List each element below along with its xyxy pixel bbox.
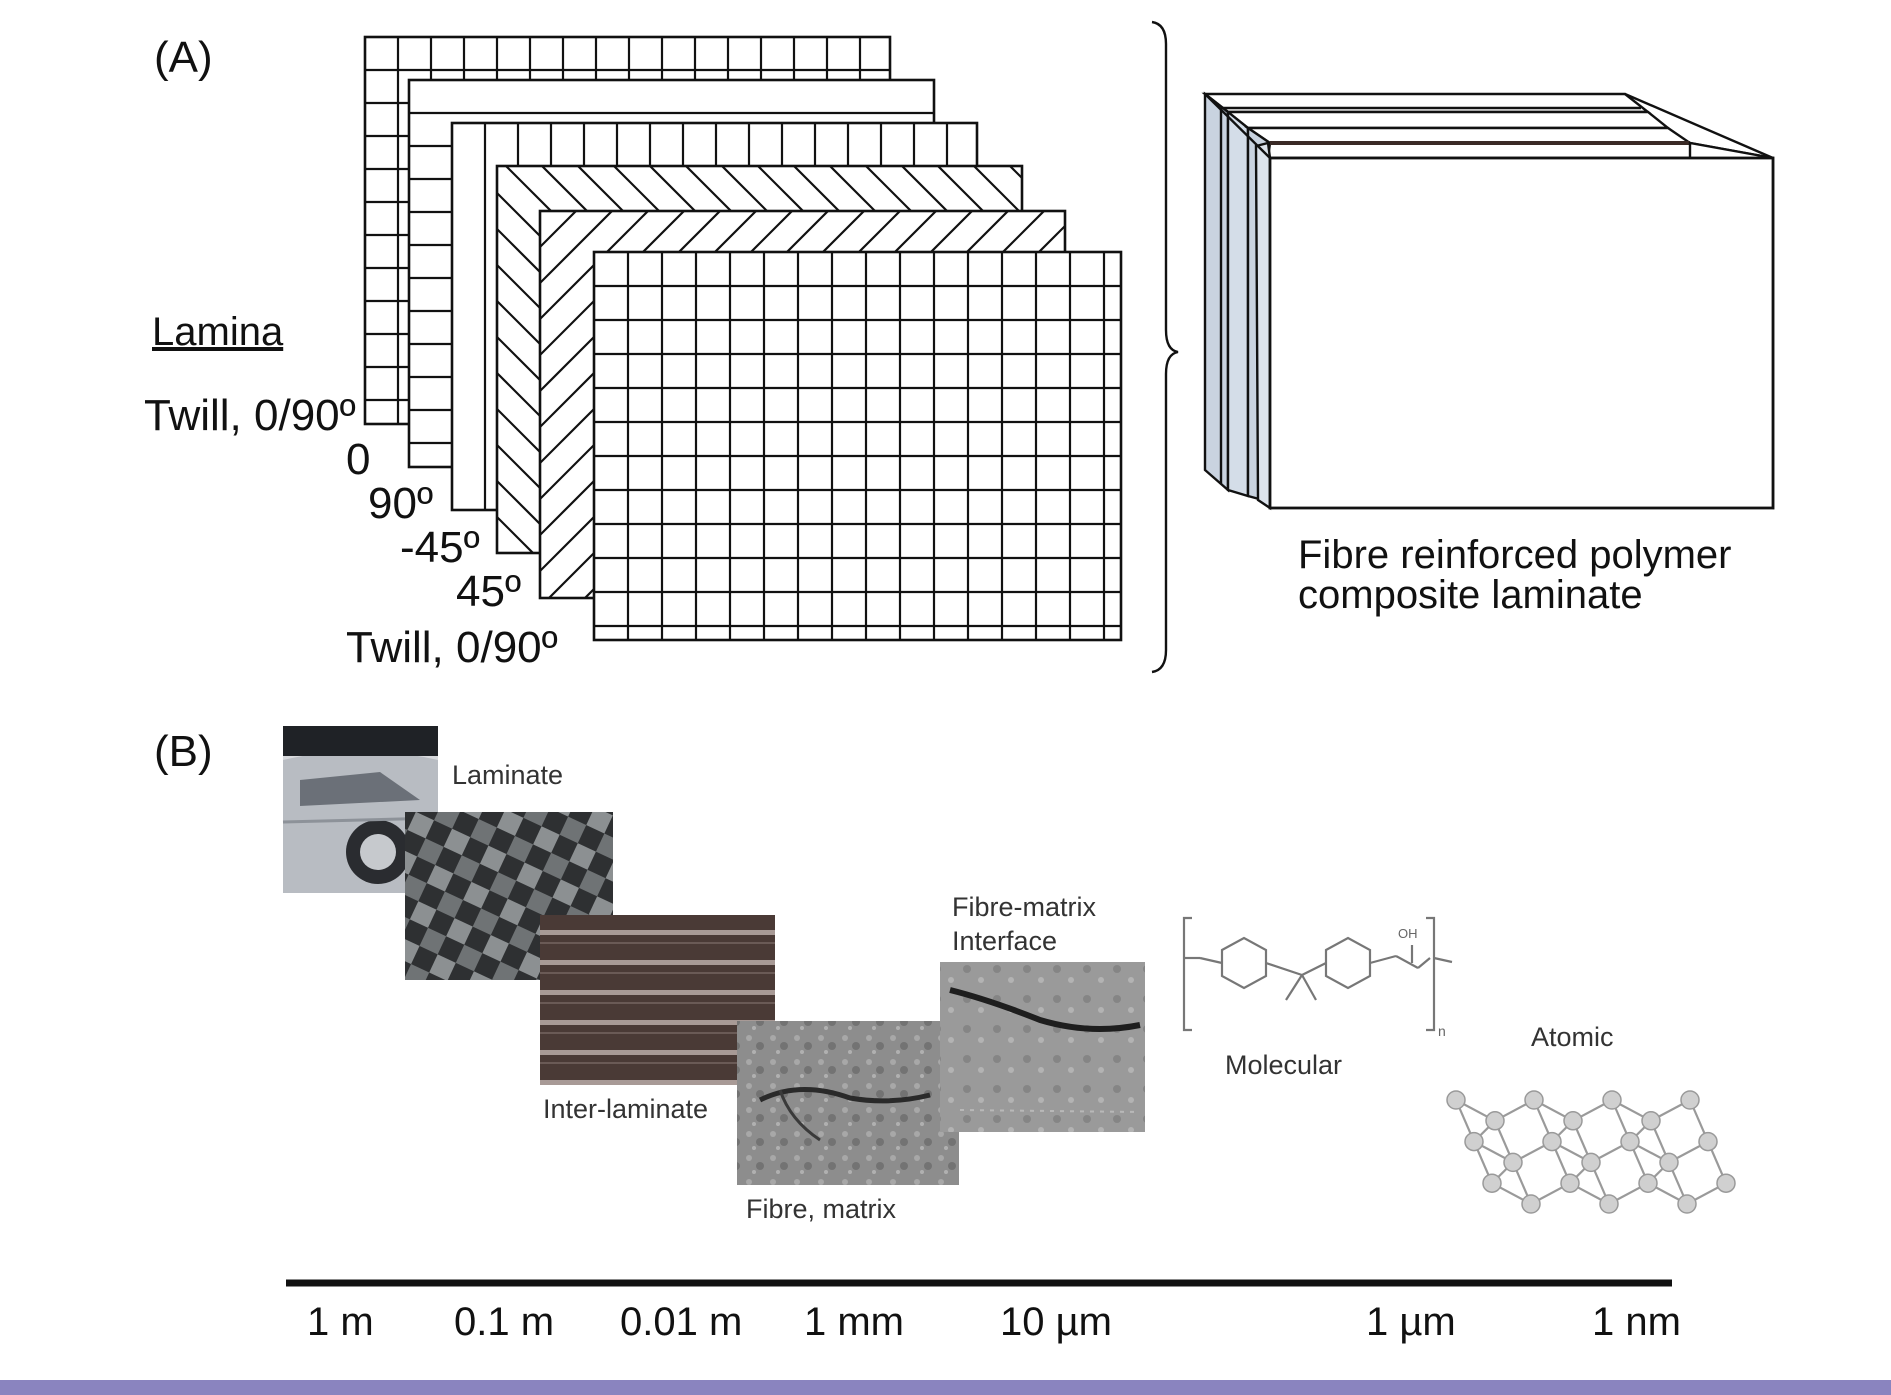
ply-label-twill-front: Twill, 0/90º [346,623,558,672]
scale-label-laminate: Laminate [452,760,563,790]
axis-tick-10um: 10 µm [1000,1300,1112,1344]
epoxy-molecule-diagram [1182,916,1453,1032]
laminate-caption-line1: Fibre reinforced polymer [1298,533,1732,577]
scale-label-inter-laminate: Inter-laminate [543,1094,708,1124]
car-photo [282,726,439,893]
chem-label-oh: OH [1398,926,1418,941]
axis-tick-0-1m: 0.1 m [454,1300,554,1344]
interface-sem-photo [940,962,1145,1132]
inter-laminate-photo [540,915,775,1085]
laminate-block [1201,91,1775,511]
ply-label-45: 45º [456,567,521,616]
axis-tick-1nm: 1 nm [1592,1300,1681,1344]
bottom-accent-bar [0,1380,1891,1395]
ply-label-90: 90º [368,479,433,528]
lamina-heading: Lamina [152,310,284,354]
axis-tick-0-01m: 0.01 m [620,1300,742,1344]
ply-label-twill-back: Twill, 0/90º [144,391,356,440]
grouping-brace [1151,20,1179,674]
axis-tick-1um: 1 µm [1366,1300,1456,1344]
scale-label-fibre-matrix-interface-line1: Fibre-matrix [952,892,1097,922]
scale-label-molecular: Molecular [1225,1050,1342,1080]
fibre-matrix-sem-photo [737,1021,959,1185]
panel-b: (B) Laminate Inter-laminate Fibre, matri… [154,726,1736,1344]
ply-twill-front [592,250,1123,642]
scale-label-fibre-matrix: Fibre, matrix [746,1194,897,1224]
ply-stack [363,35,1123,642]
laminate-caption-line2: composite laminate [1298,573,1643,617]
axis-tick-1m: 1 m [307,1300,374,1344]
scale-label-fibre-matrix-interface-line2: Interface [952,926,1057,956]
atomic-lattice-diagram [1446,1090,1736,1214]
panel-b-tag: (B) [154,727,213,776]
ply-label-minus-45: -45º [400,523,480,572]
axis-tick-1mm: 1 mm [804,1300,904,1344]
chem-label-n: n [1438,1023,1446,1039]
panel-a-tag: (A) [154,33,213,82]
panel-a: (A) Lamina Twill, 0/90º 0 90º -45º 45º T… [144,20,1775,674]
ply-label-0: 0 [346,435,370,484]
scale-label-atomic: Atomic [1531,1022,1614,1052]
